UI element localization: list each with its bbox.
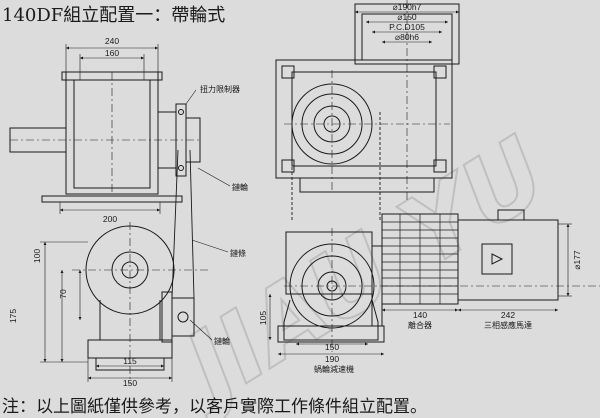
dim-140: 140	[413, 310, 427, 320]
dim-240: 240	[105, 36, 119, 46]
dim-150-mid: 150	[325, 342, 339, 352]
label-coupling: 離合器	[408, 320, 432, 330]
left-top-view	[9, 44, 201, 214]
dim-160: 160	[105, 48, 119, 58]
dim-d150: ⌀150	[397, 12, 417, 22]
dim-200: 200	[103, 214, 117, 224]
dim-150-left: 150	[123, 378, 137, 388]
dim-190: 190	[325, 354, 339, 364]
label-chain: 鏈條	[230, 248, 246, 258]
callout-labels: 扭力限制器 鏈輪 鏈條 鏈輪 蝸輪減速機 離合器 三相感應馬達	[200, 84, 532, 374]
dim-d190: ⌀190h7	[393, 2, 422, 12]
dimension-labels: 240 160 200 100 70 175 115 150 ⌀190h7 ⌀1…	[8, 2, 582, 388]
dim-115: 115	[123, 356, 137, 366]
dim-d80: ⌀80h6	[395, 32, 419, 42]
page-title: 140DF組立配置一：帶輪式	[2, 5, 226, 26]
dim-242: 242	[501, 310, 515, 320]
right-top-view	[275, 0, 460, 200]
dim-105: 105	[258, 311, 268, 325]
watermark-text: JIAU YU	[153, 116, 565, 418]
dim-d177: ⌀177	[572, 250, 582, 270]
dim-70: 70	[58, 289, 68, 299]
dim-pcd: P.C.D105	[389, 22, 425, 32]
label-gear-reducer: 蝸輪減速機	[314, 364, 354, 374]
dim-175: 175	[8, 309, 18, 323]
label-sprocket-top: 鏈輪	[232, 182, 248, 192]
dim-100: 100	[32, 249, 42, 263]
leader-lines	[185, 89, 231, 341]
left-bottom-view	[40, 222, 210, 384]
footer-note: 注：以上圖紙僅供參考，以客戶實際工作條件組立配置。	[2, 397, 427, 417]
label-torque-limiter: 扭力限制器	[200, 84, 240, 94]
label-sprocket-bottom: 鏈輪	[214, 336, 230, 346]
right-bottom-view	[268, 209, 600, 356]
label-motor: 三相感應馬達	[484, 320, 532, 330]
